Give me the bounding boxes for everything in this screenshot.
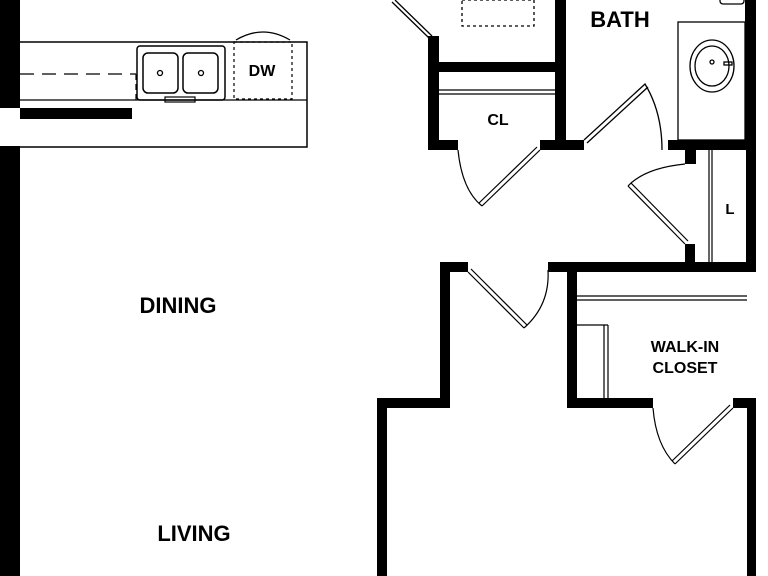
label-dining: DINING — [140, 293, 217, 318]
linen-jamb — [685, 244, 695, 262]
dishwasher-box — [233, 41, 293, 100]
label-dishwasher: DW — [249, 63, 277, 80]
cl-door-arc — [457, 149, 483, 207]
hall-door-leaf-2 — [470, 268, 528, 326]
counter-outline — [20, 41, 308, 148]
hall-wall-stub — [440, 262, 450, 408]
cl-door-leaf-2 — [478, 146, 538, 204]
sink-drain-right — [197, 69, 205, 77]
linen-door-leaf-2 — [630, 182, 689, 242]
top-door-leaf-2 — [391, 1, 430, 39]
dishwasher-door-arc — [235, 31, 291, 41]
label-closet-small: CL — [487, 112, 509, 129]
label-living: LIVING — [157, 521, 230, 546]
sink-outer — [136, 45, 226, 101]
kitchen-counter — [20, 31, 308, 148]
label-linen: L — [725, 201, 734, 218]
cl-door-leaf — [481, 149, 541, 207]
cl-wall-bottom-right — [540, 140, 584, 150]
top-fixture — [461, 0, 535, 27]
walkin-wall-bottom-left — [567, 398, 653, 408]
top-door-leaf — [394, 0, 433, 37]
walkin-door-arc — [652, 407, 676, 465]
top-door — [391, 0, 535, 39]
sink-basin-left — [142, 52, 179, 94]
walkin-wall-top — [548, 262, 756, 272]
walkin-door-leaf-2 — [671, 404, 731, 462]
walkin-wall-left — [567, 262, 577, 408]
vanity-drain — [709, 59, 715, 65]
hall-door-leaf — [467, 271, 525, 329]
bedroom-wall-top — [377, 398, 450, 408]
walkin-closet — [577, 295, 747, 465]
bath-door-arc — [583, 82, 663, 151]
cl-wall-bottom-left — [428, 140, 458, 150]
hall-door — [467, 268, 549, 329]
cl-wall-right — [555, 0, 566, 150]
linen-wall-right — [746, 150, 756, 262]
bath-door-jamb — [685, 150, 696, 164]
cl-wall-top — [428, 62, 564, 72]
hall-wall-top — [440, 262, 468, 272]
linen-closet — [627, 150, 713, 262]
wall-left-top — [0, 0, 20, 108]
walkin-wall-bottom-right — [733, 398, 756, 408]
bath-wall-right — [745, 0, 756, 150]
wall-left-bottom — [0, 146, 20, 576]
bath-fixtures — [583, 0, 746, 151]
linen-door-leaf — [627, 185, 686, 245]
label-walkin-line1: WALK-IN — [651, 339, 719, 356]
label-bath: BATH — [590, 7, 649, 32]
cl-wall-left — [428, 36, 439, 150]
label-walkin-line2: CLOSET — [653, 360, 718, 377]
vanity-counter — [677, 21, 746, 141]
linen-door-arc — [627, 163, 686, 187]
wall-right-lower — [747, 408, 756, 576]
toilet-tank — [719, 0, 745, 5]
cl-door — [439, 89, 555, 207]
sink-faucet — [164, 96, 196, 103]
sink-drain-left — [156, 69, 164, 77]
bath-wall-bottom — [668, 140, 756, 150]
vanity-sink-inner — [694, 45, 730, 87]
counter-base-wall — [20, 108, 132, 119]
sink-basin-right — [182, 52, 219, 94]
bath-door-leaf-2 — [586, 86, 649, 144]
walkin-door-leaf — [674, 407, 734, 465]
bedroom-wall-left — [377, 398, 387, 576]
vanity-sink-outer — [689, 39, 735, 93]
hall-door-arc — [523, 269, 549, 329]
vanity-faucet — [723, 61, 733, 66]
